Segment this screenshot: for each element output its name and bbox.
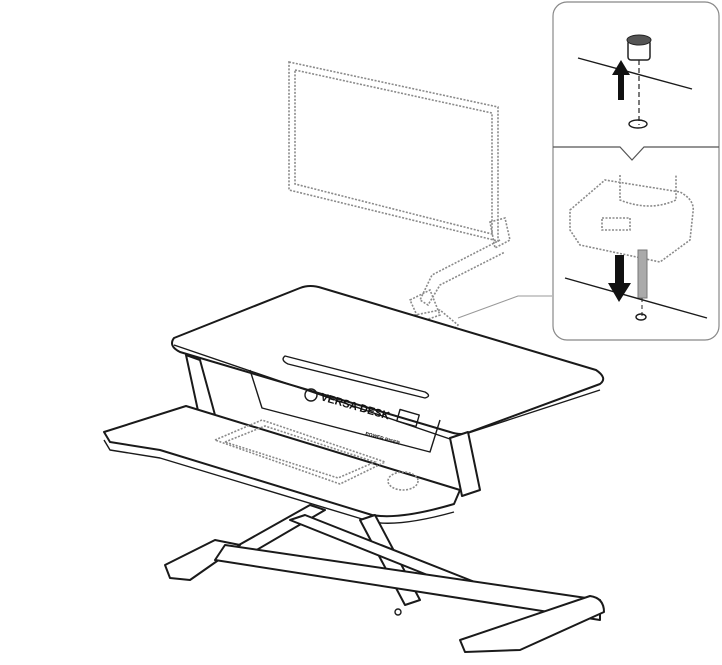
arrow-up-icon xyxy=(612,60,630,100)
versa-logo-icon xyxy=(304,388,318,402)
model-name: POWER RISER xyxy=(364,431,400,447)
callout-leader xyxy=(457,295,552,319)
power-outlet-icon xyxy=(396,408,420,428)
arrow-down-icon xyxy=(608,255,631,302)
grommet-cap-icon xyxy=(626,34,652,61)
monitor xyxy=(288,61,499,243)
right-support xyxy=(449,431,481,497)
base xyxy=(164,539,605,653)
mouse xyxy=(387,471,419,491)
clamp-base xyxy=(569,175,695,263)
callout-inset xyxy=(552,1,720,341)
keyboard xyxy=(212,419,388,485)
base-screw xyxy=(394,608,402,616)
device-slot xyxy=(282,355,430,399)
clamp-bolt xyxy=(637,249,648,299)
